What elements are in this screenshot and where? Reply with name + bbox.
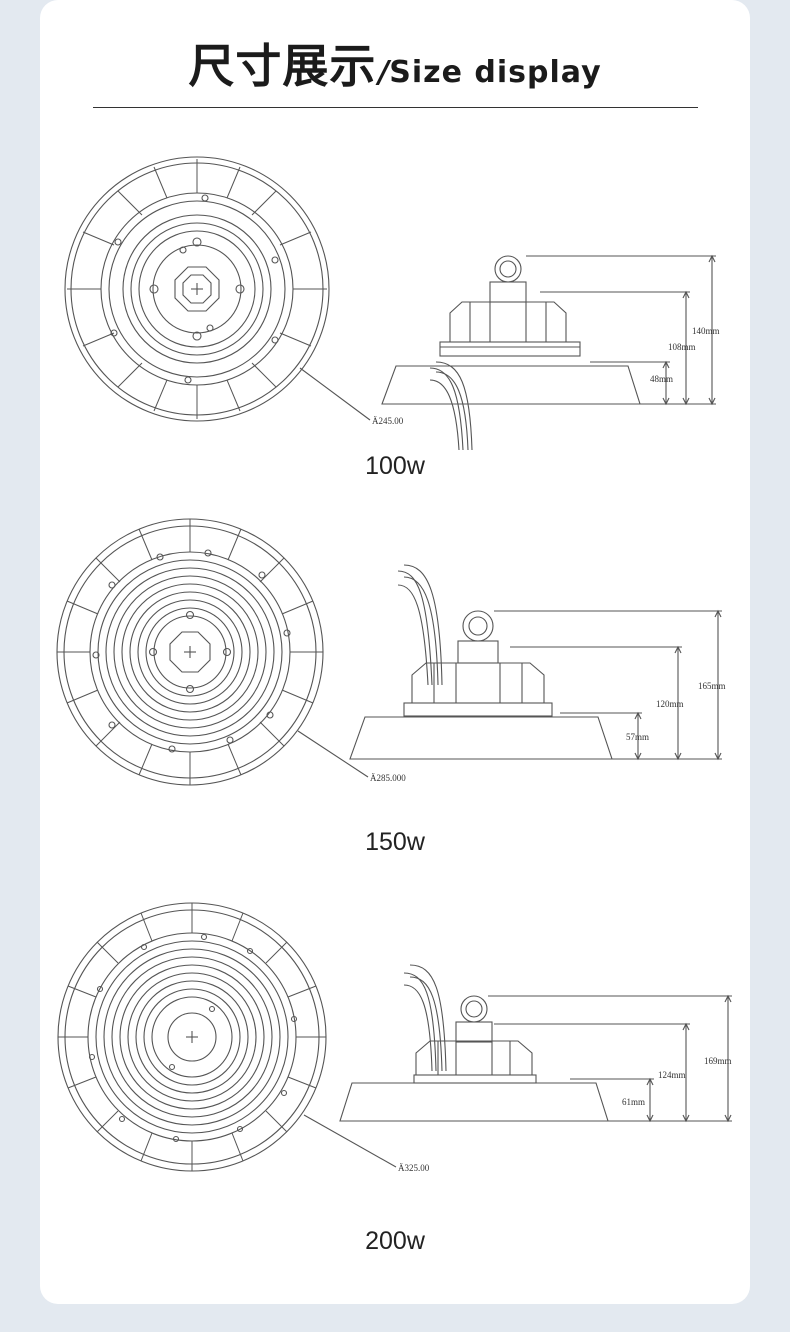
title-divider: [93, 107, 698, 108]
height-mid-150w: 120mm: [656, 699, 684, 709]
side-view-150w: [349, 564, 722, 761]
drawing-150w: Ä285.000: [56, 518, 726, 786]
height-low-150w: 57mm: [626, 732, 649, 742]
size-section-200w: Ä325.00: [0, 897, 790, 1267]
title-slash: /: [378, 55, 390, 90]
top-view-100w: [64, 156, 330, 422]
watt-label-150w: 150w: [365, 828, 425, 856]
drawing-200w: Ä325.00: [57, 902, 732, 1173]
title-chinese: 尺寸展示: [188, 39, 377, 93]
side-view-100w: [381, 254, 716, 450]
height-low-200w: 61mm: [622, 1097, 645, 1107]
height-low-100w: 48mm: [650, 374, 673, 384]
size-section-100w: Ä245.00: [0, 150, 790, 490]
height-mid-200w: 124mm: [658, 1070, 686, 1080]
size-section-150w: Ä285.000: [0, 515, 790, 865]
height-total-200w: 169mm: [704, 1056, 732, 1066]
watt-label-200w: 200w: [365, 1227, 425, 1255]
page-title: 尺寸展示/Size display: [0, 30, 790, 96]
height-total-100w: 140mm: [692, 326, 720, 336]
height-total-150w: 165mm: [698, 681, 726, 691]
diameter-label-150w: Ä285.000: [370, 773, 406, 783]
diameter-label-100w: Ä245.00: [372, 416, 404, 426]
height-mid-100w: 108mm: [668, 342, 696, 352]
side-view-200w: [339, 964, 732, 1123]
content-card: [40, 0, 750, 1304]
title-english: Size display: [389, 55, 602, 90]
watt-label-100w: 100w: [365, 452, 425, 480]
top-view-200w: [57, 902, 327, 1172]
top-view-150w: [56, 518, 324, 786]
diameter-label-200w: Ä325.00: [398, 1163, 430, 1173]
drawing-100w: Ä245.00: [64, 156, 720, 450]
